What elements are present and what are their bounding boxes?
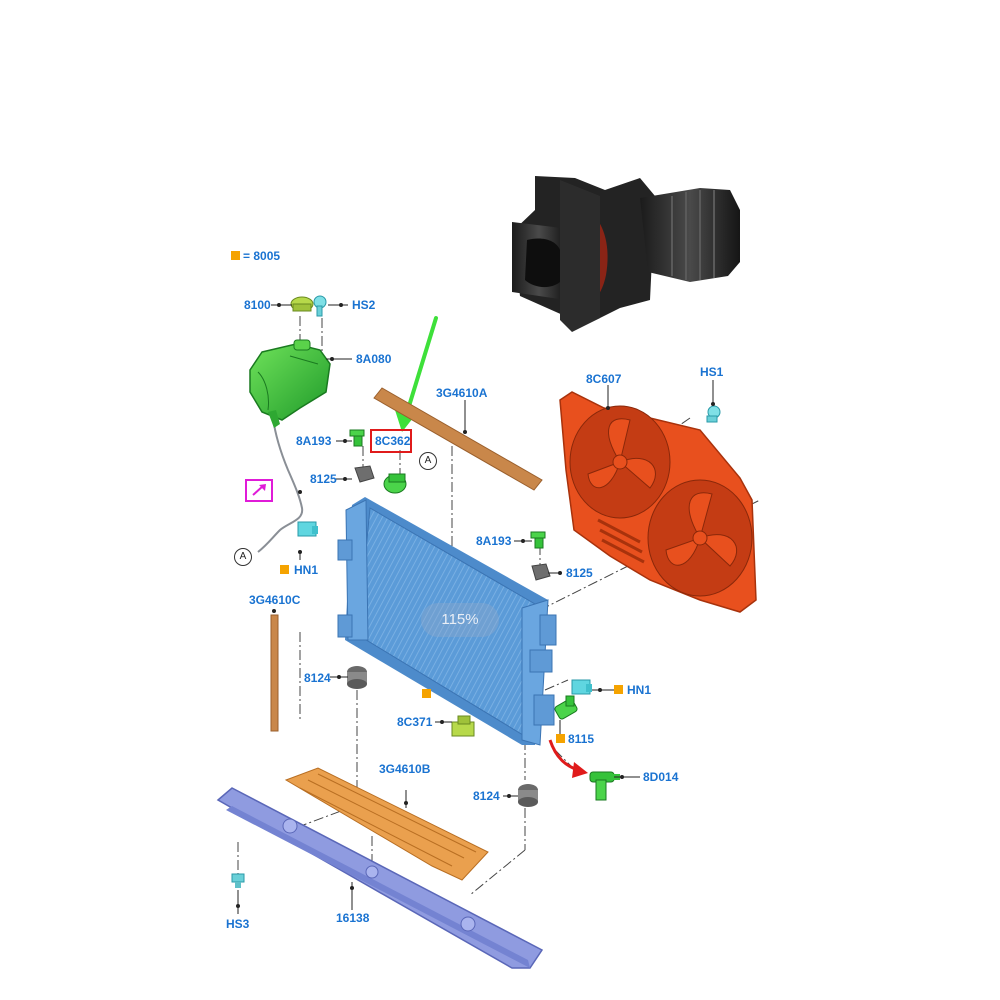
bleed-screw-8a193-top [349, 429, 365, 447]
label-8d014: 8D014 [643, 770, 679, 784]
label-8c607: 8C607 [586, 372, 622, 386]
foam-strip-3g4610a [373, 387, 543, 491]
red-pointer-arrow [548, 739, 588, 778]
green-pointer-arrow [395, 316, 438, 432]
label-3g4610a: 3G4610A [436, 386, 488, 400]
label-8100: 8100 [244, 298, 271, 312]
expansion-tank-8a080 [249, 339, 331, 428]
label-8124-mid: 8124 [304, 671, 331, 685]
label-8125-left: 8125 [310, 472, 337, 486]
legend-swatch [231, 251, 240, 260]
bracket-8125-left [354, 465, 375, 483]
label-3g4610b: 3G4610B [379, 762, 431, 776]
legend-marker-radiator [422, 689, 431, 698]
label-8125-right: 8125 [566, 566, 593, 580]
highlight-box-8c362 [370, 429, 412, 453]
bolt-hs3 [231, 873, 245, 888]
bleed-screw-8a193-right [530, 531, 546, 549]
label-16138: 16138 [336, 911, 370, 925]
legend-marker-hn1 [280, 565, 289, 574]
lower-support-16138 [216, 787, 544, 969]
mount-8124-mid [347, 666, 367, 689]
sensor-8c371 [451, 715, 475, 737]
label-8c362: 8C362 [375, 434, 411, 448]
arrow-icon [252, 484, 266, 496]
plug-8c362 [383, 473, 407, 494]
label-hn1-right: HN1 [627, 683, 652, 697]
label-hs1: HS1 [700, 365, 724, 379]
fan-shroud-8c607 [559, 391, 757, 613]
label-hs3: HS3 [226, 917, 250, 931]
label-8a193-right: 8A193 [476, 534, 512, 548]
bolt-hs2 [313, 295, 327, 317]
cap-8100-body [292, 303, 312, 312]
mount-8124-bottom [518, 784, 538, 807]
drain-plug-8d014 [589, 771, 620, 801]
label-hs2: HS2 [352, 298, 376, 312]
legend-label: = 8005 [243, 249, 281, 263]
callout-a-lower: A [234, 548, 252, 566]
coolant-hose [257, 417, 304, 553]
callout-a-upper: A [419, 452, 437, 470]
radiator [337, 497, 557, 746]
zoom-level-badge: 115% [421, 603, 499, 637]
label-8115: 8115 [568, 732, 595, 746]
legend-marker-8115 [556, 734, 565, 743]
label-8a080: 8A080 [356, 352, 392, 366]
label-hn1-left: HN1 [294, 563, 319, 577]
connector-photo [512, 176, 740, 332]
label-8124-bottom: 8124 [473, 789, 500, 803]
fitting-8115 [554, 695, 578, 720]
label-3g4610c: 3G4610C [249, 593, 301, 607]
legend-marker-hn1-right [614, 685, 623, 694]
highlight-box-hose-icon [245, 479, 273, 502]
bolt-hs1 [706, 405, 721, 423]
bracket-8125-right [531, 563, 551, 581]
label-8c371: 8C371 [397, 715, 433, 729]
foam-strip-3g4610c [270, 614, 279, 732]
foam-panel-3g4610b [284, 767, 489, 881]
connector-hn1-left [297, 521, 318, 537]
label-8a193-top: 8A193 [296, 434, 332, 448]
connector-hn1-right [571, 679, 592, 695]
